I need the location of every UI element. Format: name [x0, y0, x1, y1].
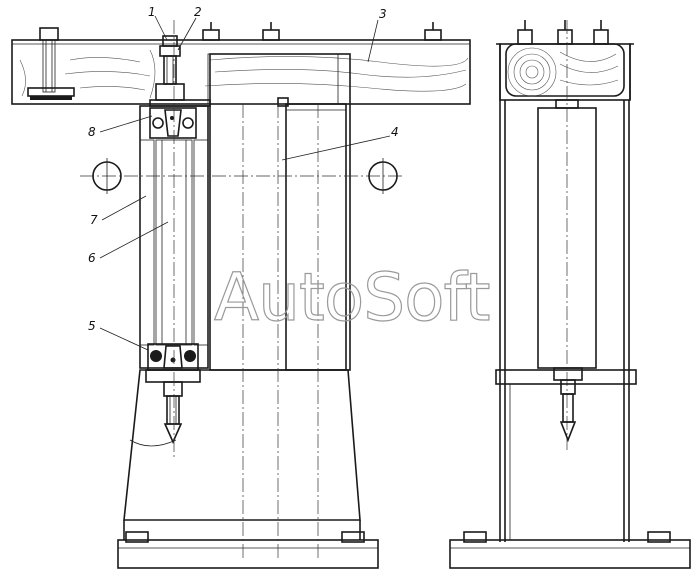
callout-6-label: 6 — [88, 251, 96, 265]
callout-8-label: 8 — [88, 125, 96, 139]
pedestal — [117, 20, 379, 569]
center-holes — [80, 158, 404, 194]
callout-5-label: 5 — [88, 319, 96, 333]
callout-7: 7 — [90, 195, 147, 227]
lower-centre-screw — [129, 369, 201, 447]
callout-3-label: 3 — [379, 7, 387, 21]
front-view — [11, 20, 471, 569]
callout-6: 6 — [88, 221, 169, 265]
left-beam-bolt — [27, 27, 75, 100]
callout-4-label: 4 — [391, 125, 399, 139]
top-nuts — [202, 22, 442, 41]
callout-2: 2 — [177, 5, 202, 51]
end-grain — [507, 47, 619, 97]
side-view — [449, 20, 691, 569]
callout-3: 3 — [367, 7, 387, 63]
watermark-text: AutoSoft — [214, 259, 490, 336]
wooden-beam — [11, 39, 471, 105]
callout-8: 8 — [88, 115, 153, 139]
callout-4: 4 — [281, 125, 399, 161]
callout-2-label: 2 — [194, 5, 202, 19]
callout-5: 5 — [88, 319, 149, 351]
callouts: 1 2 3 4 5 6 7 8 — [88, 5, 399, 351]
callout-7-label: 7 — [90, 213, 98, 227]
callout-1: 1 — [148, 5, 168, 41]
callout-1-label: 1 — [148, 5, 156, 19]
